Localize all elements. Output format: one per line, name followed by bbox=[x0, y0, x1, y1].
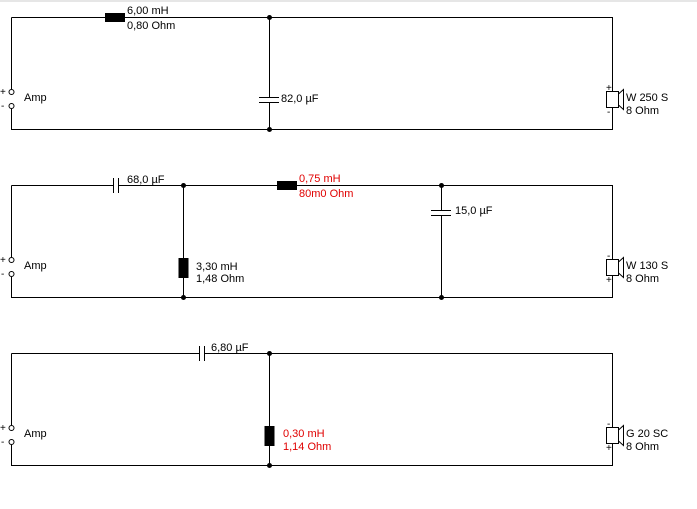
shunt-inductor-value: 3,30 mH bbox=[196, 261, 238, 273]
speaker-impedance: 8 Ohm bbox=[626, 441, 659, 453]
amp-minus-sign: - bbox=[1, 437, 4, 448]
series-inductor-resistance: 0,80 Ohm bbox=[127, 20, 175, 32]
speaker-bottom-sign: + bbox=[606, 443, 612, 454]
series-capacitor[interactable] bbox=[113, 178, 119, 193]
speaker-top-sign: + bbox=[606, 83, 612, 94]
shunt-capacitor[interactable] bbox=[259, 17, 279, 130]
speaker-bottom-sign: + bbox=[606, 275, 612, 286]
amp-label: Amp bbox=[24, 260, 47, 272]
amp-plus-sign: + bbox=[0, 255, 6, 266]
amp-plus-terminal[interactable] bbox=[8, 257, 15, 263]
shunt-capacitor-value: 15,0 µF bbox=[455, 205, 493, 217]
circuit-3: + - Amp 6,80 µF 0,30 mH 1,14 Ohm - + G 2… bbox=[0, 342, 668, 468]
circuit-2: + - Amp 68,0 µF 3,30 mH 1,48 Ohm 0,75 mH… bbox=[0, 173, 668, 300]
amp-plus-terminal[interactable] bbox=[8, 89, 15, 95]
amp-minus-terminal[interactable] bbox=[8, 271, 15, 277]
speaker-icon[interactable] bbox=[606, 256, 624, 279]
amp-label: Amp bbox=[24, 428, 47, 440]
shunt-capacitor-value: 82,0 µF bbox=[281, 93, 319, 105]
series-inductor-resistance: 80m0 Ohm bbox=[299, 188, 353, 200]
series-inductor-value: 0,75 mH bbox=[299, 173, 341, 185]
speaker-top-sign: - bbox=[607, 251, 610, 262]
amp-minus-terminal[interactable] bbox=[8, 103, 15, 109]
amp-minus-terminal[interactable] bbox=[8, 439, 15, 445]
amp-minus-sign: - bbox=[1, 269, 4, 280]
wire bbox=[11, 17, 613, 130]
wire bbox=[11, 185, 613, 298]
shunt-inductor-value: 0,30 mH bbox=[283, 428, 325, 440]
speaker-icon[interactable] bbox=[606, 424, 624, 447]
shunt-inductor-resistance: 1,14 Ohm bbox=[283, 441, 331, 453]
speaker-impedance: 8 Ohm bbox=[626, 105, 659, 117]
series-capacitor-value: 6,80 µF bbox=[211, 342, 249, 354]
shunt-inductor[interactable] bbox=[178, 258, 189, 278]
series-inductor[interactable] bbox=[277, 181, 297, 190]
speaker-top-sign: - bbox=[607, 419, 610, 430]
wire bbox=[11, 353, 613, 466]
shunt-capacitor[interactable] bbox=[431, 185, 451, 298]
speaker-name: W 130 S bbox=[626, 260, 668, 272]
circuit-1: + - Amp 6,00 mH 0,80 Ohm 82,0 µF + - W 2… bbox=[0, 5, 668, 132]
speaker-name: G 20 SC bbox=[626, 428, 668, 440]
amp-plus-sign: + bbox=[0, 87, 6, 98]
speaker-icon[interactable] bbox=[606, 88, 624, 111]
speaker-impedance: 8 Ohm bbox=[626, 273, 659, 285]
amp-minus-sign: - bbox=[1, 101, 4, 112]
series-inductor[interactable] bbox=[105, 13, 125, 22]
shunt-inductor-resistance: 1,48 Ohm bbox=[196, 273, 244, 285]
series-inductor-value: 6,00 mH bbox=[127, 5, 169, 17]
top-border bbox=[0, 0, 697, 2]
series-capacitor-value: 68,0 µF bbox=[127, 174, 165, 186]
speaker-name: W 250 S bbox=[626, 92, 668, 104]
speaker-bottom-sign: - bbox=[607, 107, 610, 118]
amp-plus-sign: + bbox=[0, 423, 6, 434]
amp-plus-terminal[interactable] bbox=[8, 425, 15, 431]
shunt-inductor[interactable] bbox=[264, 426, 275, 446]
series-capacitor[interactable] bbox=[199, 346, 205, 361]
amp-label: Amp bbox=[24, 92, 47, 104]
